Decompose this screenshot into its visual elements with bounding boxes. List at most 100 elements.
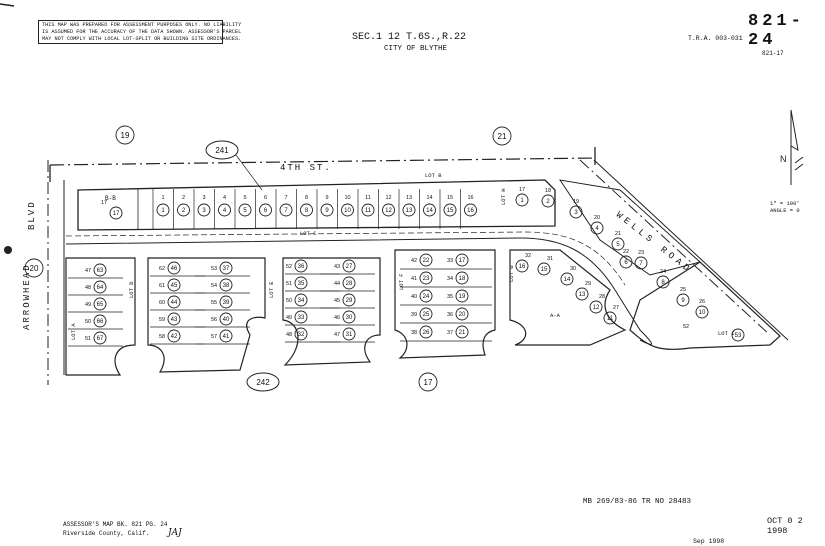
svg-text:4: 4: [223, 208, 227, 214]
svg-text:21: 21: [498, 132, 507, 141]
block6-number-38: 38: [411, 330, 417, 336]
svg-text:5: 5: [616, 242, 620, 248]
fourth-street-label: 4TH ST.: [280, 163, 332, 173]
block3-number-57: 57: [211, 334, 217, 340]
svg-text:64: 64: [97, 285, 104, 291]
parcel-number-north-12: 12: [385, 195, 391, 201]
block5-circle-29: 29: [342, 293, 356, 307]
parcel-circle-north-4: 4: [218, 203, 231, 217]
scale-label: 1" = 100': [770, 200, 800, 207]
block2-number-59: 59: [159, 317, 165, 323]
block-7: [558, 179, 702, 276]
svg-text:42: 42: [171, 334, 178, 340]
svg-text:1: 1: [161, 208, 165, 214]
block7-number-31: 31: [547, 256, 553, 262]
block2-circle-42: 42: [167, 329, 181, 343]
block8-number-19: 19: [573, 199, 579, 205]
block4-number-52: 52: [286, 264, 292, 270]
block6-number-42: 42: [411, 258, 417, 264]
drafter-initials: JAJ: [168, 528, 182, 538]
block8-circle-1: 1: [515, 193, 529, 207]
block3-number-56: 56: [211, 317, 217, 323]
block1-number-51: 51: [85, 336, 91, 342]
block8-circle-6: 6: [619, 255, 633, 269]
svg-text:29: 29: [346, 298, 353, 304]
block8-number-20: 20: [594, 215, 600, 221]
block8-circle-9: 9: [676, 293, 690, 307]
block5-circle-27: 27: [342, 259, 356, 273]
block-lot-lines: [68, 268, 492, 347]
block1-circle-64: 64: [93, 280, 107, 294]
block6-circle-26: 26: [419, 325, 433, 339]
svg-text:43: 43: [171, 317, 178, 323]
parcel-number-north-10: 10: [344, 195, 350, 201]
block8-number-22: 22: [623, 249, 629, 255]
block7-number-29: 29: [585, 281, 591, 287]
parcel-circle-north-13: 13: [402, 203, 416, 217]
block6-number-41: 41: [411, 276, 417, 282]
parcel-circle-north-9: 9: [320, 203, 334, 217]
disclaimer-line-1: THIS MAP WAS PREPARED FOR ASSESSMENT PUR…: [42, 22, 242, 28]
map-book-reference: MB 269/83-86 TR NO 28483: [583, 498, 692, 506]
block5-circle-28: 28: [342, 276, 356, 290]
parcel-circle-north-7: 7: [279, 203, 293, 217]
svg-text:11: 11: [365, 208, 372, 214]
county-label: Riverside County, Calif.: [63, 530, 150, 537]
block7-number-28: 28: [599, 294, 605, 300]
parcel-number-north-15: 15: [447, 195, 453, 201]
block2-number-61: 61: [159, 283, 165, 289]
block-5: [509, 249, 627, 346]
block4-circle-36: 36: [294, 259, 308, 273]
svg-text:45: 45: [171, 283, 178, 289]
svg-text:2: 2: [546, 199, 550, 205]
reference-241: 241: [205, 140, 239, 160]
parcel-number-north-11: 11: [365, 195, 371, 201]
block6-number-34: 34: [447, 276, 453, 282]
svg-text:38: 38: [223, 283, 230, 289]
block1-number-49: 49: [85, 302, 91, 308]
parcel-circle-north-11: 11: [361, 203, 375, 217]
wells-road-centerline: [579, 159, 771, 336]
block6-number-35: 35: [447, 294, 453, 300]
blvd-label: BLVD: [27, 200, 37, 230]
svg-text:46: 46: [171, 266, 178, 272]
block6-number-36: 36: [447, 312, 453, 318]
fourth-street-centerline: [49, 157, 596, 166]
block6-circle-22: 22: [419, 253, 433, 267]
parcel-circle-north-6: 6: [259, 203, 272, 217]
block8-circle-4: 4: [590, 221, 604, 235]
block4-number-51: 51: [286, 281, 292, 287]
reference-ref-17: 17: [418, 372, 438, 392]
block-2: [147, 257, 266, 373]
parcel-circle-north-1: 1: [156, 203, 170, 217]
svg-text:7: 7: [639, 261, 643, 267]
svg-text:9: 9: [681, 298, 685, 304]
block3-circle-41: 41: [219, 329, 233, 343]
svg-text:14: 14: [426, 208, 433, 214]
lot-bb-label: B-B: [105, 195, 116, 202]
block4-circle-34: 34: [294, 293, 308, 307]
block2-circle-45: 45: [167, 278, 181, 292]
svg-text:14: 14: [564, 277, 571, 283]
parcel-circle-north-5: 5: [238, 203, 252, 217]
svg-text:1: 1: [520, 198, 524, 204]
block7-circle-11: 11: [603, 311, 617, 325]
block6-circle-20: 20: [455, 307, 469, 321]
block1-circle-65: 65: [93, 297, 107, 311]
block5-number-44: 44: [334, 281, 340, 287]
block1-number-48: 48: [85, 285, 91, 291]
block8-circle-7: 7: [634, 256, 648, 270]
block8-number-21: 21: [615, 231, 621, 237]
block6-circle-25: 25: [419, 307, 433, 321]
reference-ref-19: 19: [115, 125, 135, 145]
block8-number-18: 18: [545, 188, 551, 194]
block5-number-45: 45: [334, 298, 340, 304]
parcel-number-north-9: 9: [325, 195, 328, 201]
parcel-number-north-7: 7: [284, 195, 287, 201]
footer-month: Sep 1998: [693, 538, 725, 545]
reference-242: 242: [246, 372, 280, 392]
svg-text:30: 30: [346, 315, 353, 321]
corner-mark: [0, 3, 15, 7]
